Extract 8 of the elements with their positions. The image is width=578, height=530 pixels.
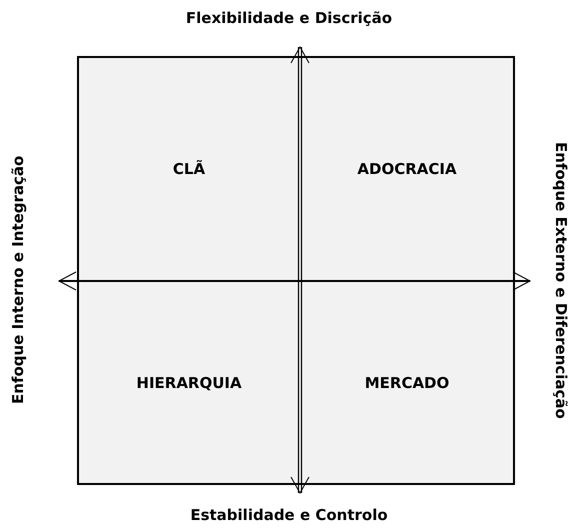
axis-label: Enfoque Interno e Integração <box>9 154 27 406</box>
axis-label: Enfoque Externo e Diferenciação <box>552 140 570 420</box>
quadrant-label: HIERARQUIA <box>136 374 242 392</box>
axis-label: Flexibilidade e Discrição <box>184 9 394 27</box>
axis-label: Estabilidade e Controlo <box>189 506 389 524</box>
quadrant-label: ADOCRACIA <box>357 160 457 178</box>
quadrant-label: CLÃ <box>172 160 206 178</box>
quadrant-label: MERCADO <box>364 374 450 392</box>
